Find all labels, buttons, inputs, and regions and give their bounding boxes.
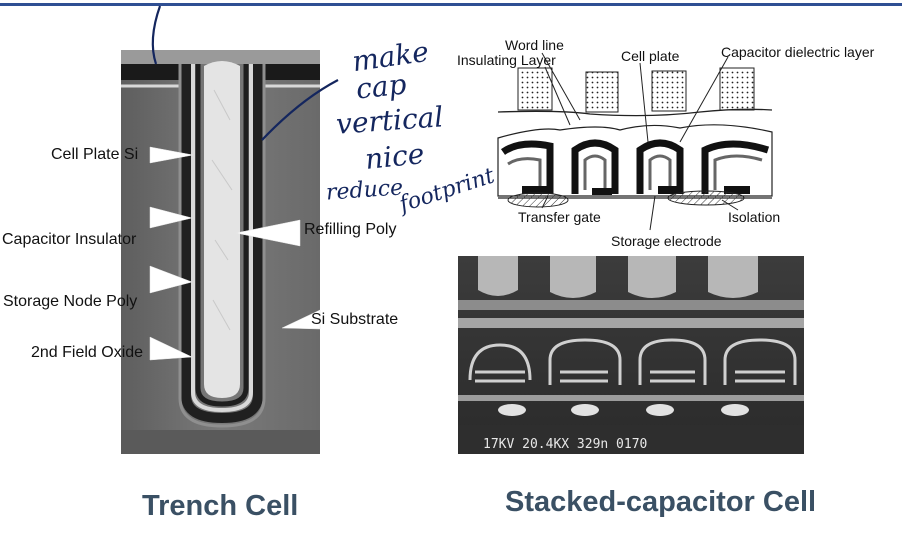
label-insulating-layer: Insulating Layer xyxy=(457,52,556,68)
trench-callout-wedges xyxy=(149,146,321,361)
label-transfer-gate: Transfer gate xyxy=(518,209,601,225)
stacked-sem-image xyxy=(458,256,804,454)
label-si-substrate: Si Substrate xyxy=(311,311,399,328)
caption-stacked-capacitor-cell: Stacked-capacitor Cell xyxy=(505,486,817,518)
stacked-schematic xyxy=(497,52,773,231)
handwriting-nice: nice xyxy=(363,136,426,177)
label-storage-electrode: Storage electrode xyxy=(611,233,722,249)
pen-stroke-top xyxy=(151,5,162,65)
label-word-line: Word line xyxy=(505,37,564,53)
caption-trench-cell: Trench Cell xyxy=(142,490,299,522)
sem-info-text: 17KV 20.4KX 329n 0170 xyxy=(483,437,648,452)
label-refilling-poly: Refilling Poly xyxy=(304,221,397,238)
label-cell-plate: Cell plate xyxy=(621,48,680,64)
label-storage-node-poly: Storage Node Poly xyxy=(3,293,138,310)
label-cell-plate-si: Cell Plate Si xyxy=(51,146,139,163)
trench-sem-image xyxy=(121,50,320,454)
pen-arrow xyxy=(261,79,339,141)
top-rule xyxy=(0,3,902,6)
label-2nd-field-oxide: 2nd Field Oxide xyxy=(31,344,144,361)
label-isolation: Isolation xyxy=(728,209,781,225)
handwriting-cap: cap xyxy=(354,67,408,106)
label-capacitor-dielectric-layer: Capacitor dielectric layer xyxy=(721,44,875,60)
label-capacitor-insulator: Capacitor Insulator xyxy=(2,231,137,248)
